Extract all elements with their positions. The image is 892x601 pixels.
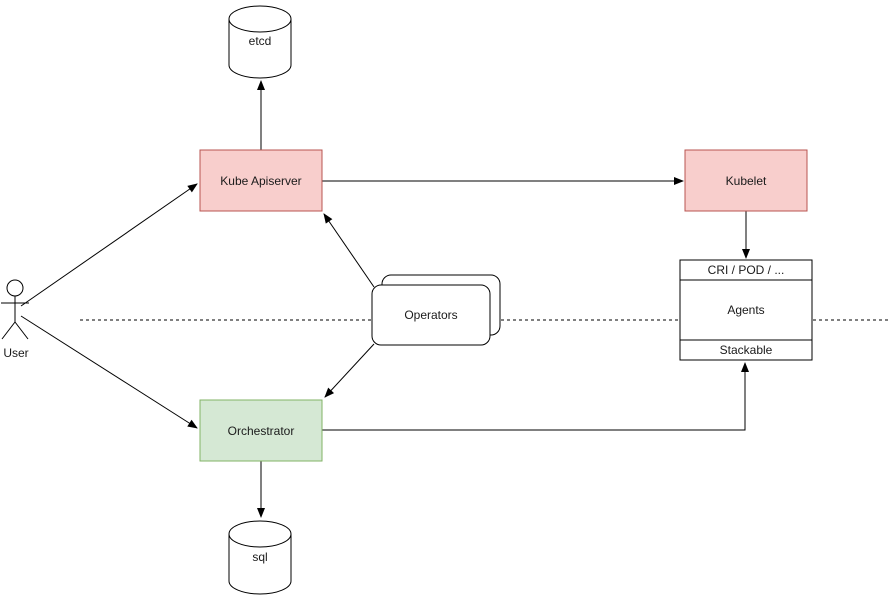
- agents-bottom-label: Stackable: [720, 343, 773, 357]
- edge-operators-to-orchestrator: [324, 343, 375, 398]
- orchestrator-box: [199, 399, 323, 462]
- user-actor-leg-left: [1, 321, 16, 340]
- orchestrator-label: Orchestrator: [228, 424, 295, 438]
- agents-box: [679, 259, 813, 361]
- user-label: User: [3, 346, 28, 360]
- edges: [20, 80, 750, 518]
- node-kubelet: Kubelet: [684, 149, 808, 212]
- node-orchestrator: Orchestrator: [199, 399, 323, 462]
- edge-orchestrator-to-stackable: [322, 362, 749, 431]
- edge-operators-to-kube-apiserver: [323, 213, 375, 288]
- sql-label: sql: [252, 550, 267, 564]
- edge-user-to-kube-apiserver: [20, 183, 198, 307]
- kubelet-box: [684, 149, 808, 212]
- node-etcd: etcd: [228, 5, 292, 79]
- kube-apiserver-box: [199, 149, 323, 212]
- node-sql: sql: [228, 520, 292, 595]
- node-user: User: [1, 279, 29, 360]
- agents-middle-label: Agents: [727, 303, 764, 317]
- operators-front-card: [371, 284, 491, 346]
- user-actor-head: [6, 279, 24, 297]
- operators-label: Operators: [404, 308, 457, 322]
- etcd-label: etcd: [249, 34, 272, 48]
- sql-cylinder-rim: [228, 533, 292, 548]
- node-kube-apiserver: Kube Apiserver: [199, 149, 323, 212]
- user-actor-leg-right: [14, 321, 29, 340]
- node-agents: CRI / POD / ... Agents Stackable: [679, 259, 813, 361]
- edge-user-to-orchestrator: [20, 315, 198, 429]
- agents-top-label: CRI / POD / ...: [708, 263, 785, 277]
- etcd-cylinder-rim: [228, 18, 292, 33]
- kubelet-label: Kubelet: [726, 174, 767, 188]
- kube-apiserver-label: Kube Apiserver: [220, 174, 301, 188]
- node-operators: Operators: [371, 274, 501, 346]
